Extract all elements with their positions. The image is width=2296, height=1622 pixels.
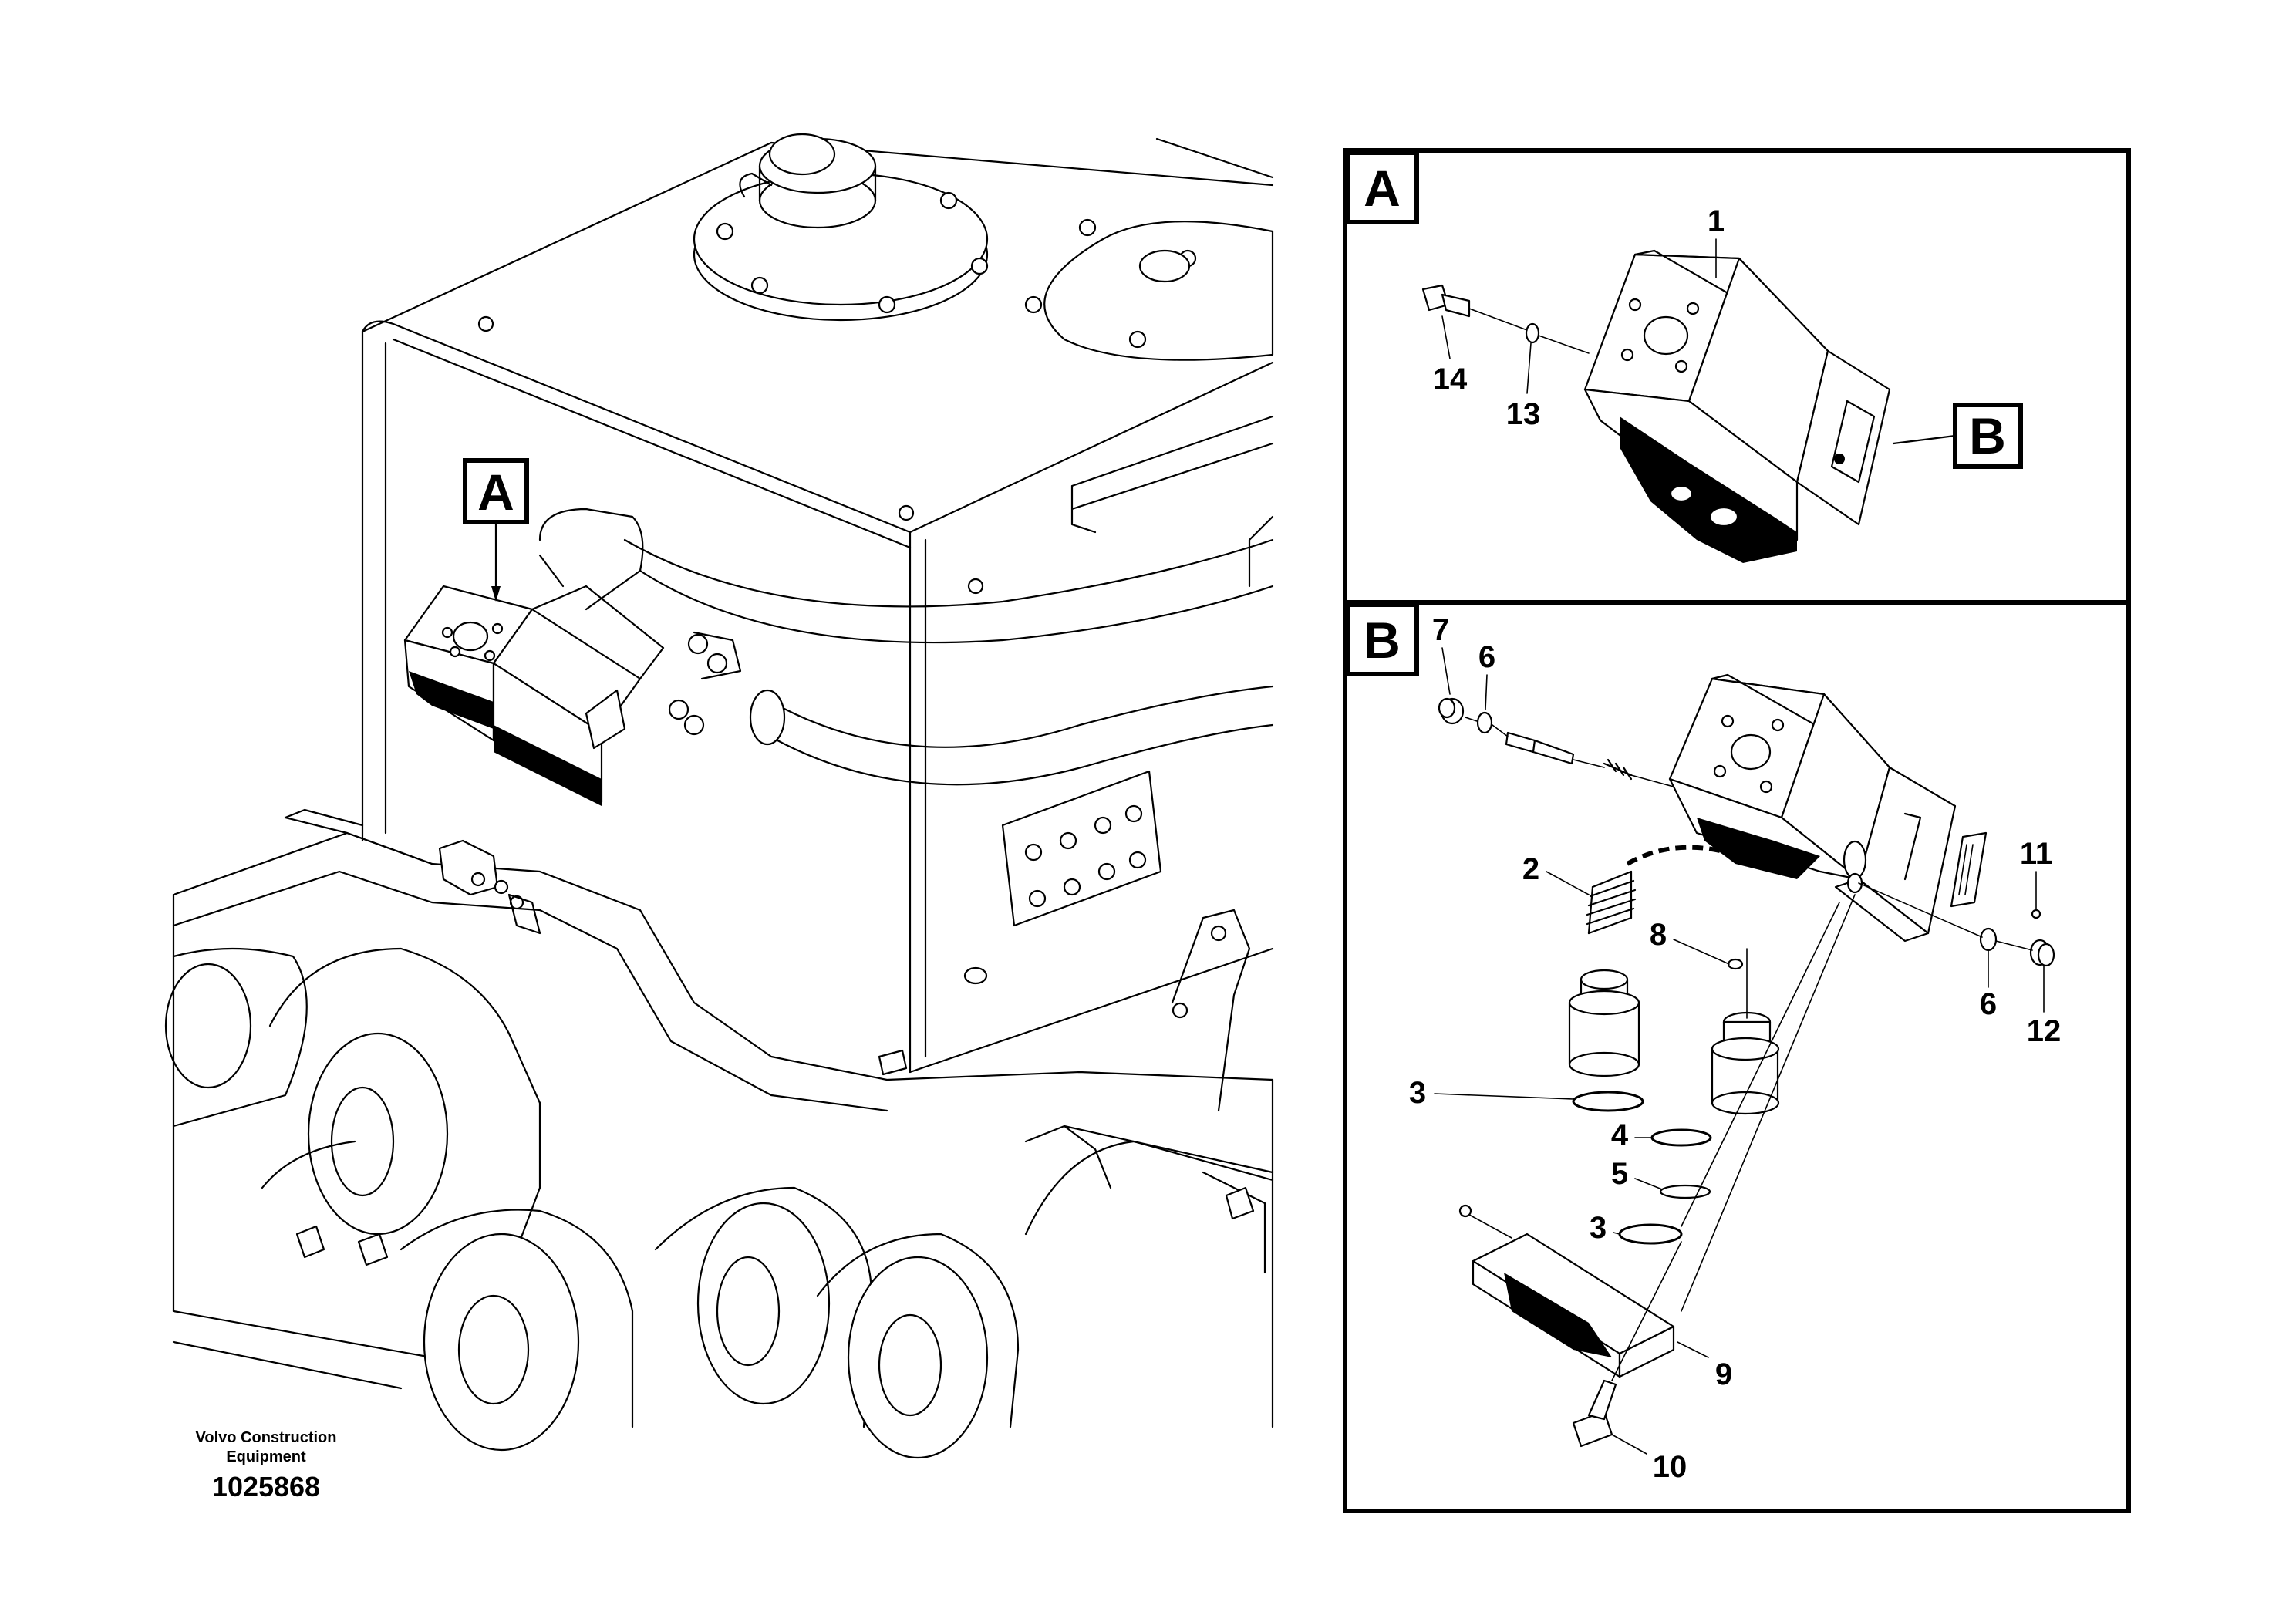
footer-title-block: Volvo Construction Equipment 1025868 bbox=[196, 1429, 337, 1502]
callout-2: 2 bbox=[1522, 852, 1539, 886]
panel-b-detail: B bbox=[1345, 602, 2062, 1484]
detail-panels-frame bbox=[1343, 148, 2131, 1513]
callout-11: 11 bbox=[2020, 837, 2052, 871]
pump-body-exploded bbox=[1668, 673, 1957, 943]
callout-10: 10 bbox=[1653, 1450, 1687, 1484]
callout-9: 9 bbox=[1715, 1357, 1732, 1391]
piston-left bbox=[1568, 969, 1640, 1077]
pump-assembly-main bbox=[403, 585, 665, 806]
callout-8: 8 bbox=[1650, 918, 1667, 952]
bolt-14-and-washer-13 bbox=[1421, 284, 1590, 354]
plug-12-washer-6 bbox=[1858, 882, 2055, 967]
plug-7-washer-6-needle bbox=[1438, 697, 1674, 787]
o-ring-3-right bbox=[1618, 1223, 1683, 1245]
end-plate-9 bbox=[1458, 1204, 1675, 1378]
spring-2 bbox=[1586, 845, 1752, 935]
callout-7: 7 bbox=[1432, 613, 1449, 647]
callout-3-right: 3 bbox=[1590, 1211, 1607, 1245]
name-plate-11 bbox=[1950, 831, 1988, 908]
piston-right bbox=[1711, 1011, 1780, 1115]
callout-a-main: A bbox=[463, 458, 529, 602]
callout-13: 13 bbox=[1506, 397, 1541, 431]
o-ring-4 bbox=[1650, 1128, 1712, 1147]
ref-b-text: B bbox=[1969, 407, 2006, 464]
hydraulic-hoses bbox=[538, 508, 1274, 786]
hydraulic-tank bbox=[361, 133, 1274, 1076]
callout-a-main-label: A bbox=[477, 464, 514, 521]
drawing-number: 1025868 bbox=[212, 1471, 320, 1502]
ref-b-label: B bbox=[1892, 403, 2023, 469]
callout-6-top: 6 bbox=[1478, 640, 1495, 674]
machine-overview-drawing: A bbox=[164, 133, 1274, 1459]
company-name-line1: Volvo Construction bbox=[196, 1429, 337, 1446]
callout-1: 1 bbox=[1708, 204, 1725, 238]
machine-frame bbox=[164, 808, 1274, 1459]
ball-8 bbox=[1727, 958, 1744, 970]
panel-a-title: A bbox=[1364, 160, 1401, 217]
callout-3-left: 3 bbox=[1409, 1076, 1426, 1110]
company-name-line2: Equipment bbox=[226, 1448, 306, 1465]
panel-b-title: B bbox=[1364, 612, 1401, 669]
panel-a-detail: A 1 14 13 bbox=[1345, 150, 2023, 563]
callout-4: 4 bbox=[1611, 1118, 1629, 1152]
bolt-10 bbox=[1572, 1379, 1617, 1448]
o-ring-3-left bbox=[1572, 1091, 1644, 1112]
callout-12: 12 bbox=[2027, 1014, 2062, 1048]
callout-6-bottom: 6 bbox=[1980, 987, 1997, 1021]
pump-unit-1 bbox=[1583, 249, 1891, 563]
callout-5: 5 bbox=[1611, 1157, 1628, 1191]
shim-5 bbox=[1659, 1184, 1711, 1199]
callout-14: 14 bbox=[1433, 363, 1468, 396]
